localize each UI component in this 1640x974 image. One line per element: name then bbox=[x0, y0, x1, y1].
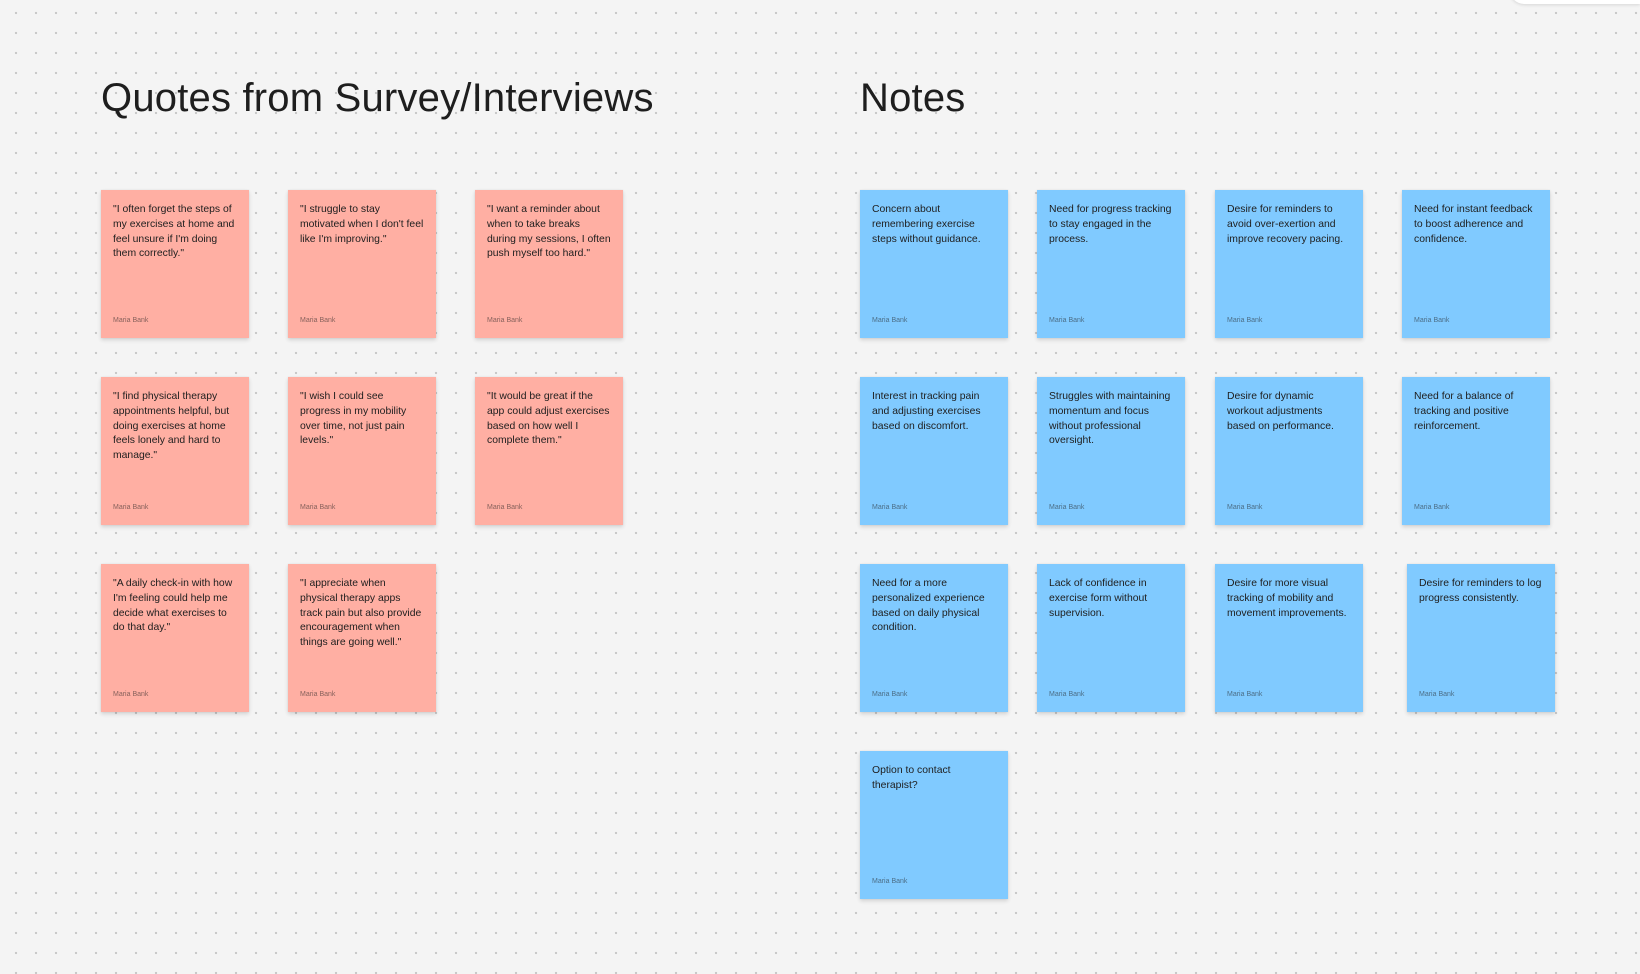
sticky-author: Maria Bank bbox=[872, 317, 908, 324]
note-sticky-note[interactable]: Desire for reminders to avoid over-exert… bbox=[1215, 190, 1363, 338]
sticky-author: Maria Bank bbox=[1049, 504, 1085, 511]
sticky-author: Maria Bank bbox=[1227, 691, 1263, 698]
sticky-text: Interest in tracking pain and adjusting … bbox=[872, 391, 981, 432]
sticky-text: Need for a more personalized experience … bbox=[872, 578, 985, 634]
sticky-text: Struggles with maintaining momentum and … bbox=[1049, 391, 1171, 447]
quote-sticky-note[interactable]: "I often forget the steps of my exercise… bbox=[101, 190, 249, 338]
sticky-text: Option to contact therapist? bbox=[872, 765, 951, 791]
quote-sticky-note[interactable]: "I struggle to stay motivated when I don… bbox=[288, 190, 436, 338]
note-sticky-note[interactable]: Interest in tracking pain and adjusting … bbox=[860, 377, 1008, 525]
sticky-text: Desire for reminders to avoid over-exert… bbox=[1227, 204, 1344, 245]
toolbar-panel-edge bbox=[1510, 0, 1640, 4]
note-sticky-note[interactable]: Need for instant feedback to boost adher… bbox=[1402, 190, 1550, 338]
sticky-text: "I struggle to stay motivated when I don… bbox=[300, 204, 424, 245]
quote-sticky-note[interactable]: "I find physical therapy appointments he… bbox=[101, 377, 249, 525]
sticky-author: Maria Bank bbox=[872, 878, 908, 885]
sticky-text: "I find physical therapy appointments he… bbox=[113, 391, 230, 462]
sticky-text: Lack of confidence in exercise form with… bbox=[1049, 578, 1148, 619]
sticky-author: Maria Bank bbox=[872, 691, 908, 698]
quote-sticky-note[interactable]: "A daily check-in with how I'm feeling c… bbox=[101, 564, 249, 712]
quote-sticky-note[interactable]: "I appreciate when physical therapy apps… bbox=[288, 564, 436, 712]
sticky-author: Maria Bank bbox=[300, 317, 336, 324]
note-sticky-note[interactable]: Need for progress tracking to stay engag… bbox=[1037, 190, 1185, 338]
note-sticky-note[interactable]: Concern about remembering exercise steps… bbox=[860, 190, 1008, 338]
sticky-text: Need for progress tracking to stay engag… bbox=[1049, 204, 1172, 245]
sticky-author: Maria Bank bbox=[1049, 317, 1085, 324]
note-sticky-note[interactable]: Desire for dynamic workout adjustments b… bbox=[1215, 377, 1363, 525]
quote-sticky-note[interactable]: "I wish I could see progress in my mobil… bbox=[288, 377, 436, 525]
quote-sticky-note[interactable]: "It would be great if the app could adju… bbox=[475, 377, 623, 525]
note-sticky-note[interactable]: Need for a balance of tracking and posit… bbox=[1402, 377, 1550, 525]
note-sticky-note[interactable]: Need for a more personalized experience … bbox=[860, 564, 1008, 712]
sticky-author: Maria Bank bbox=[1227, 317, 1263, 324]
sticky-text: Desire for reminders to log progress con… bbox=[1419, 578, 1542, 604]
sticky-author: Maria Bank bbox=[113, 691, 149, 698]
sticky-text: "I appreciate when physical therapy apps… bbox=[300, 578, 422, 649]
note-sticky-note[interactable]: Lack of confidence in exercise form with… bbox=[1037, 564, 1185, 712]
sticky-author: Maria Bank bbox=[113, 317, 149, 324]
sticky-text: "I wish I could see progress in my mobil… bbox=[300, 391, 407, 447]
sticky-text: "I often forget the steps of my exercise… bbox=[113, 204, 235, 260]
sticky-author: Maria Bank bbox=[113, 504, 149, 511]
sticky-author: Maria Bank bbox=[487, 504, 523, 511]
sticky-text: Desire for more visual tracking of mobil… bbox=[1227, 578, 1347, 619]
sticky-text: "A daily check-in with how I'm feeling c… bbox=[113, 578, 233, 634]
sticky-author: Maria Bank bbox=[872, 504, 908, 511]
sticky-text: Concern about remembering exercise steps… bbox=[872, 204, 981, 245]
sticky-author: Maria Bank bbox=[1419, 691, 1455, 698]
sticky-author: Maria Bank bbox=[1227, 504, 1263, 511]
sticky-text: Need for instant feedback to boost adher… bbox=[1414, 204, 1533, 245]
sticky-author: Maria Bank bbox=[1049, 691, 1085, 698]
sticky-text: "I want a reminder about when to take br… bbox=[487, 204, 611, 260]
note-sticky-note[interactable]: Desire for more visual tracking of mobil… bbox=[1215, 564, 1363, 712]
note-sticky-note[interactable]: Option to contact therapist? Maria Bank bbox=[860, 751, 1008, 899]
quotes-section-title[interactable]: Quotes from Survey/Interviews bbox=[101, 76, 654, 120]
quote-sticky-note[interactable]: "I want a reminder about when to take br… bbox=[475, 190, 623, 338]
note-sticky-note[interactable]: Desire for reminders to log progress con… bbox=[1407, 564, 1555, 712]
sticky-text: Desire for dynamic workout adjustments b… bbox=[1227, 391, 1334, 432]
sticky-text: "It would be great if the app could adju… bbox=[487, 391, 610, 447]
note-sticky-note[interactable]: Struggles with maintaining momentum and … bbox=[1037, 377, 1185, 525]
sticky-author: Maria Bank bbox=[1414, 504, 1450, 511]
notes-section-title[interactable]: Notes bbox=[860, 76, 966, 120]
sticky-author: Maria Bank bbox=[1414, 317, 1450, 324]
sticky-author: Maria Bank bbox=[487, 317, 523, 324]
sticky-author: Maria Bank bbox=[300, 504, 336, 511]
sticky-text: Need for a balance of tracking and posit… bbox=[1414, 391, 1514, 432]
sticky-author: Maria Bank bbox=[300, 691, 336, 698]
